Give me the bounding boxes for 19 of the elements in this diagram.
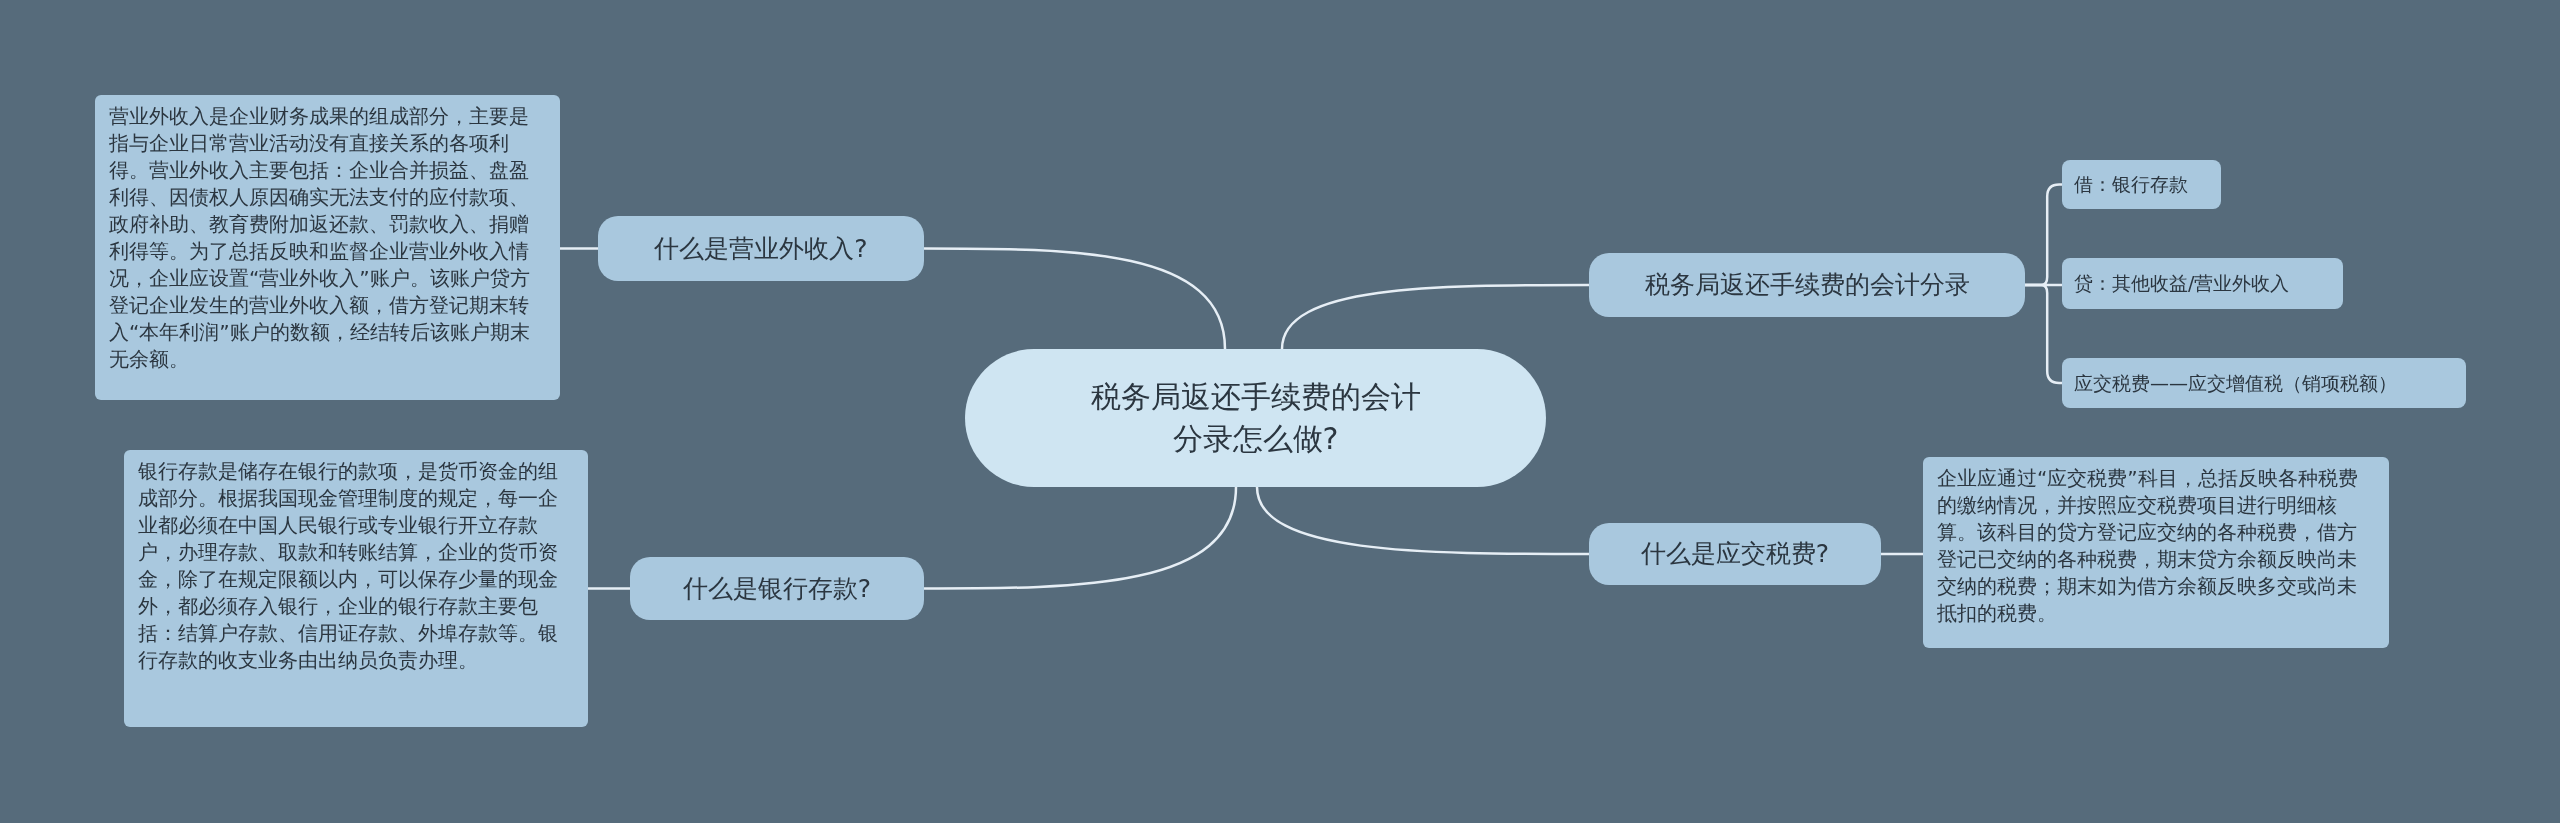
connector-line bbox=[1255, 486, 1589, 556]
note-box: 企业应通过“应交税费”科目，总括反映各种税费的缴纳情况，并按照应交税费项目进行明细核算。该科目的贷方登记应交纳的各种税费，借方登记已交纳的各种税费，期末贷方余额反映尚未交纳的税费；期末如为借方余额反映多交或尚未抵扣的税费。 bbox=[1923, 457, 2389, 648]
topic-box: 什么是应交税费? bbox=[1589, 523, 1881, 585]
connector-line bbox=[560, 247, 598, 250]
connector-line bbox=[1881, 552, 1923, 556]
connector-line bbox=[588, 587, 630, 590]
note-box: 营业外收入是企业财务成果的组成部分，主要是指与企业日常营业活动没有直接关系的各项利得。营业外收入主要包括：企业合并损益、盘盈利得、因债权人原因确实无法支付的应付款项、政府补助、教育费附加返还款、罚款收入、捐赠利得等。为了总括反映和监督企业营业外收入情况，企业应设置“营业外收入”账户。该账户贷方登记企业发生的营业外收入额，借方登记期末转入“本年利润”账户的数额，经结转后该账户期末无余额。 bbox=[95, 95, 560, 400]
central-topic: 税务局返还手续费的会计分录怎么做? bbox=[965, 349, 1546, 487]
subtopic-box: 应交税费——应交增值税（销项税额） bbox=[2062, 358, 2466, 408]
subtopic-box: 借：银行存款 bbox=[2062, 160, 2221, 209]
connector-line bbox=[1280, 283, 1589, 350]
note-box: 银行存款是储存在银行的款项，是货币资金的组成部分。根据我国现金管理制度的规定，每一企业都必须在中国人民银行或专业银行开立存款户，办理存款、取款和转账结算，企业的货币资金，除了在规定限额以内，可以保存少量的现金外，都必须存入银行，企业的银行存款主要包括：结算户存款、信用证存款、外埠存款等。银行存款的收支业务由出纳员负责办理。 bbox=[124, 450, 588, 727]
connector-line bbox=[2025, 283, 2062, 385]
topic-box: 税务局返还手续费的会计分录 bbox=[1589, 253, 2025, 317]
connector-line bbox=[924, 486, 1238, 590]
topic-box: 什么是银行存款? bbox=[630, 557, 924, 620]
subtopic-box: 贷：其他收益/营业外收入 bbox=[2062, 258, 2343, 309]
connector-line bbox=[924, 247, 1227, 350]
topic-box: 什么是营业外收入? bbox=[598, 216, 924, 281]
